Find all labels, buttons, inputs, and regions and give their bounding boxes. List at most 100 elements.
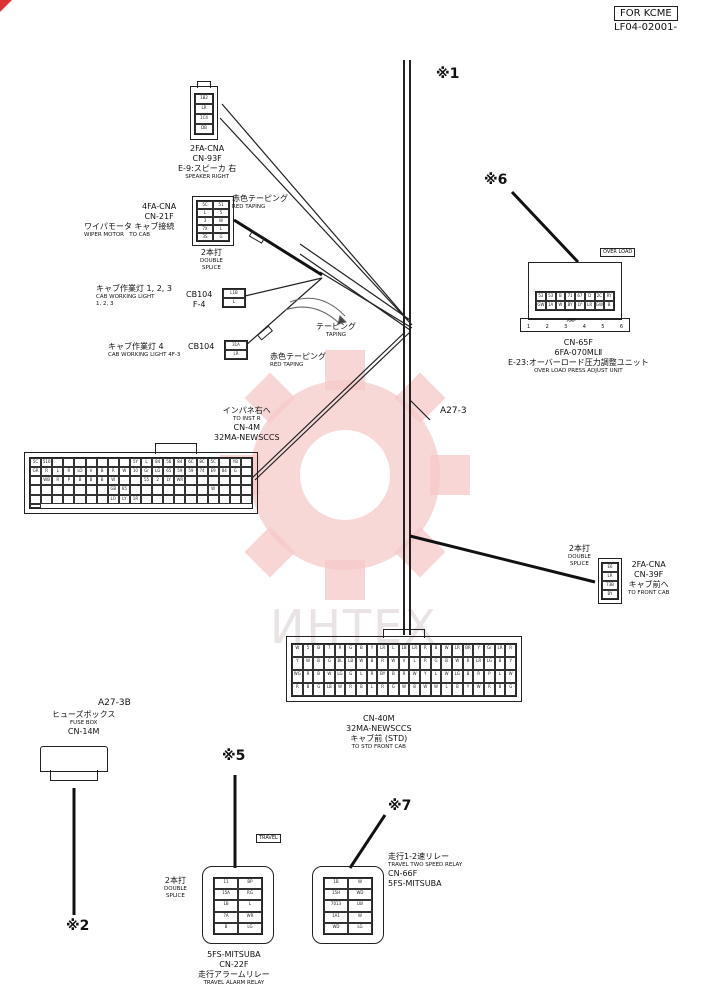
pin: YB xyxy=(229,458,241,468)
pin xyxy=(30,494,42,504)
pin xyxy=(74,458,86,468)
pin: RY xyxy=(604,292,614,301)
pin: 1C4 xyxy=(195,114,213,124)
pin: 59 xyxy=(185,467,197,477)
pin: W xyxy=(324,670,335,683)
mark-7: ※7 xyxy=(388,798,412,814)
pin: W xyxy=(441,670,452,683)
pin xyxy=(96,458,108,468)
pin: BY xyxy=(377,670,388,683)
cn22f-travel-tag: TRAVEL xyxy=(256,834,281,843)
pin: Y xyxy=(292,657,303,670)
pin xyxy=(185,476,197,486)
pin: R xyxy=(63,467,75,477)
pin: BP xyxy=(238,878,262,890)
pin: B xyxy=(462,670,474,683)
pin: L xyxy=(430,670,442,683)
pin: GW xyxy=(594,301,605,310)
pin: BY xyxy=(602,590,618,599)
pin: B xyxy=(604,301,614,310)
pin: L xyxy=(52,467,64,477)
pin: BL xyxy=(334,657,346,670)
pin xyxy=(174,485,186,495)
pin: E6 xyxy=(602,563,618,572)
connector-cn22f: 11 BP 15A RG 1B L 7A WR B LG xyxy=(202,866,274,944)
pin: B xyxy=(96,467,108,477)
pin xyxy=(163,494,175,504)
pin: 67 xyxy=(575,292,585,301)
connector-cb104a: L1B L xyxy=(222,288,246,308)
cn21f-label-top: 4FA-CNA CN-21F xyxy=(142,202,177,221)
pin: 5 xyxy=(302,644,314,657)
pin: 31A xyxy=(225,341,247,350)
pin: R xyxy=(107,467,119,477)
pin: W xyxy=(555,301,566,310)
pin: LR xyxy=(473,657,484,670)
pin: RG xyxy=(238,889,262,901)
cn22f-splice-label: 2本打 DOUBLE SPLICE xyxy=(164,876,187,899)
pin: LG xyxy=(334,670,346,683)
mark-6: ※6 xyxy=(484,172,508,188)
pin: LW xyxy=(348,900,372,912)
pin: B xyxy=(313,657,324,670)
pin: 74 xyxy=(196,467,208,477)
pin: G xyxy=(430,657,442,670)
pin xyxy=(229,476,241,486)
harness-a27-3: A27-3 xyxy=(440,406,467,416)
pin xyxy=(152,485,164,495)
cn65f-overload-tag: OVER LOAD xyxy=(600,248,636,257)
pin xyxy=(96,485,108,495)
pin: L xyxy=(238,900,262,912)
pin: WR xyxy=(238,911,262,923)
pin: B xyxy=(356,683,367,696)
pin: B xyxy=(85,476,97,486)
pin: Y xyxy=(505,657,516,670)
pin xyxy=(229,494,241,504)
pin xyxy=(240,485,252,495)
pin xyxy=(41,485,53,495)
pin: B xyxy=(494,657,506,670)
pin: W xyxy=(334,683,346,696)
cn22f-pins: 11 BP 15A RG 1B L 7A WR B LG xyxy=(213,877,263,935)
pin: 15H xyxy=(324,889,348,901)
cn22f-label: 5FS-MITSUBA CN-22F 走行アラームリレー TRAVEL ALAR… xyxy=(198,950,270,986)
pin xyxy=(174,494,186,504)
pin: G xyxy=(345,644,356,657)
pin: B xyxy=(409,683,420,696)
pin xyxy=(218,458,230,468)
pin: L xyxy=(356,670,367,683)
pin: W xyxy=(213,217,229,225)
pin: V xyxy=(398,657,410,670)
pin: LO xyxy=(107,494,119,504)
pin xyxy=(107,458,119,468)
pin xyxy=(240,458,252,468)
pin xyxy=(218,485,230,495)
cn21f-pins: 5C 51 L 5 3 W 7X L 3S G xyxy=(196,200,230,242)
pin: 7 xyxy=(324,644,335,657)
pin: W xyxy=(409,670,420,683)
pin: L1B xyxy=(223,289,245,298)
pin xyxy=(74,485,86,495)
pin xyxy=(129,476,141,486)
pin: LG xyxy=(348,922,372,934)
pin: P xyxy=(484,670,495,683)
pin: B xyxy=(214,922,238,934)
pin: 84 xyxy=(218,467,230,477)
pin xyxy=(218,476,230,486)
pin xyxy=(52,485,64,495)
pin: B xyxy=(388,670,399,683)
pin: 7X xyxy=(197,225,213,233)
pin xyxy=(63,494,75,504)
pin: W xyxy=(356,657,367,670)
pin: 7A xyxy=(214,911,238,923)
pin: WB xyxy=(41,476,53,486)
pin: B xyxy=(494,683,506,696)
pin: W xyxy=(302,657,314,670)
pin: W xyxy=(473,683,484,696)
pin: B xyxy=(366,657,378,670)
pin: LR xyxy=(225,350,247,359)
pin: B xyxy=(74,476,86,486)
pin: B xyxy=(430,644,442,657)
connector-cn39f: E6 LR 73B BY xyxy=(598,558,622,604)
